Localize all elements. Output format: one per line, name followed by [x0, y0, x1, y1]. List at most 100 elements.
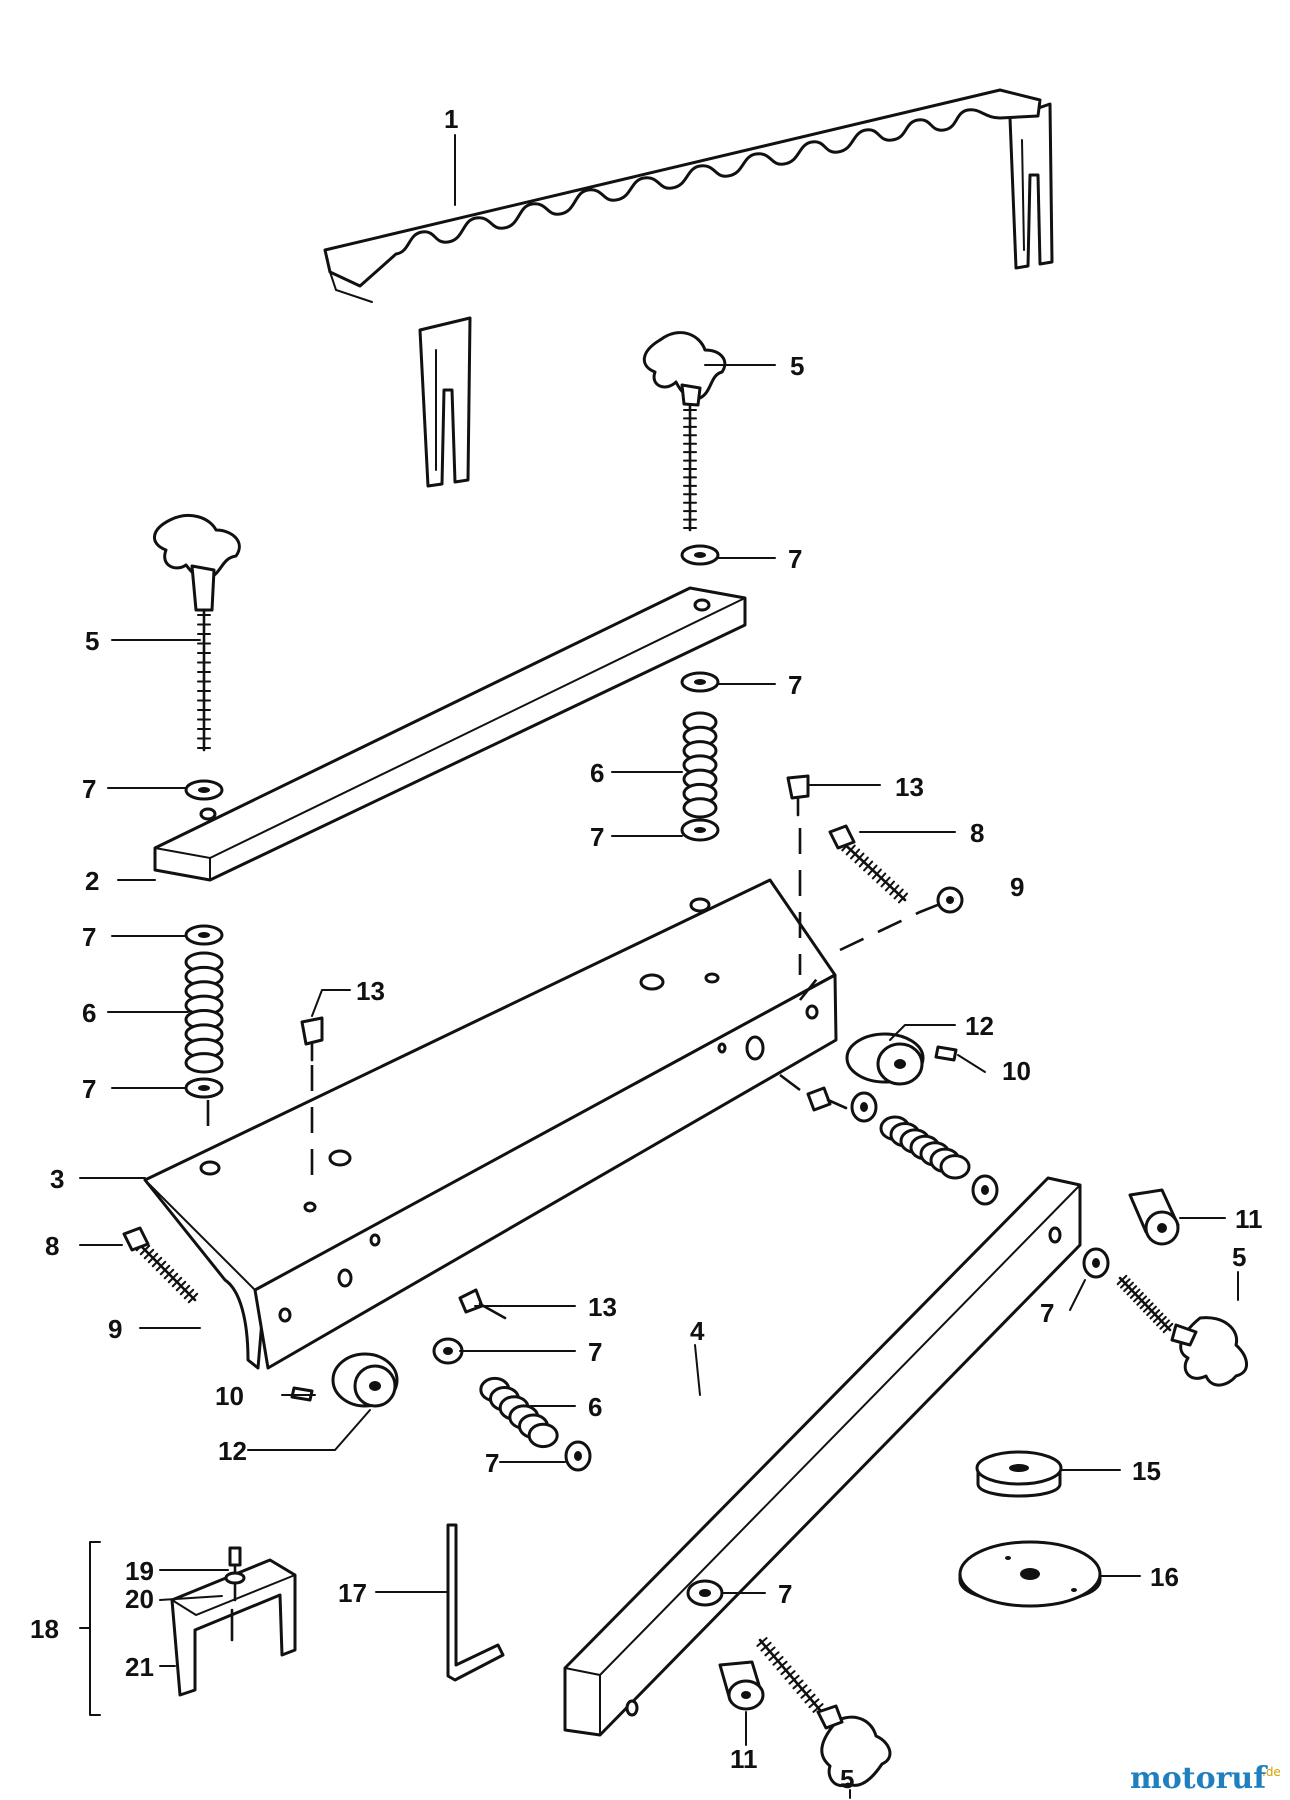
label-part-15: 15: [1132, 1456, 1161, 1486]
label-part-5: 5: [840, 1764, 854, 1794]
label-part-8: 8: [970, 818, 984, 848]
thread-mark: [183, 1288, 195, 1300]
label-part-7: 7: [778, 1579, 792, 1609]
part-5-knob-left: [153, 514, 241, 612]
part-5-knob-bottom: [816, 1704, 892, 1787]
thread-mark: [1149, 1309, 1161, 1320]
label-part-11: 11: [1235, 1204, 1263, 1234]
part-number-labels: 1 5 7 5 7 6 13 8 7 7 2 9 7 13 6 12 10 7 …: [30, 104, 1263, 1794]
label-part-7: 7: [82, 922, 96, 952]
thread-mark: [1116, 1274, 1128, 1286]
thread-mark: [897, 892, 909, 904]
part-6-springs: [184, 711, 971, 1449]
thread-mark: [1133, 1291, 1144, 1303]
label-part-5: 5: [790, 351, 804, 381]
label-part-9: 9: [108, 1314, 122, 1344]
label-part-7: 7: [588, 1337, 602, 1367]
thread-mark: [163, 1268, 175, 1280]
part-12-collars: [331, 1032, 925, 1408]
label-part-7: 7: [82, 1074, 96, 1104]
thread-mark: [1156, 1315, 1167, 1327]
thread-mark: [850, 848, 861, 860]
watermark-main-text: motoruf: [1130, 1761, 1268, 1796]
thread-mark: [776, 1660, 788, 1671]
part-1-dovetail-template: [323, 88, 1054, 488]
thread-mark: [780, 1665, 792, 1676]
watermark: motoruf .de: [1130, 1761, 1281, 1796]
thread-mark: [175, 1280, 187, 1292]
thread-mark: [863, 860, 874, 872]
thread-mark: [179, 1284, 191, 1296]
thread-mark: [792, 1679, 804, 1690]
label-part-7: 7: [82, 774, 96, 804]
spring-coil: [527, 1422, 559, 1449]
part-3-base-plate: [143, 878, 838, 1370]
thread-mark: [884, 880, 895, 892]
thread-mark: [167, 1272, 179, 1284]
label-part-7: 7: [485, 1448, 499, 1478]
thread-mark: [143, 1248, 155, 1260]
part-11-knurled-nuts: [718, 1188, 1180, 1711]
label-part-12: 12: [218, 1436, 247, 1466]
label-part-13: 13: [356, 976, 385, 1006]
thread-mark: [1119, 1278, 1131, 1289]
spring-coil: [939, 1154, 971, 1180]
thread-mark: [1123, 1281, 1134, 1293]
thread-mark: [1159, 1319, 1171, 1330]
thread-mark: [845, 844, 856, 856]
label-part-17: 17: [338, 1578, 367, 1608]
thread-mark: [893, 888, 904, 900]
leader-lines: [79, 134, 1239, 1799]
thread-mark: [1152, 1312, 1164, 1323]
thread-mark: [1126, 1285, 1138, 1296]
thread-mark: [147, 1252, 159, 1264]
label-part-6: 6: [588, 1392, 602, 1422]
label-part-16: 16: [1150, 1562, 1179, 1592]
thread-mark: [880, 876, 891, 888]
thread-mark: [871, 868, 882, 880]
thread-mark: [171, 1276, 183, 1288]
part-7-washers: [184, 544, 1110, 1607]
part-15-guide-bush: [975, 1450, 1063, 1498]
thread-mark: [187, 1292, 199, 1304]
label-part-11: 11: [730, 1744, 758, 1774]
thread-mark: [1129, 1288, 1141, 1299]
part-17-hex-key: [446, 1523, 505, 1682]
thread-mark: [1162, 1322, 1174, 1334]
thread-mark: [784, 1670, 796, 1680]
thread-mark: [1142, 1302, 1154, 1313]
label-part-18: 18: [30, 1614, 59, 1644]
part-5-knob-top: [642, 331, 727, 407]
label-part-6: 6: [82, 998, 96, 1028]
label-part-9: 9: [1010, 872, 1024, 902]
label-part-5: 5: [1232, 1242, 1246, 1272]
thread-mark: [1146, 1305, 1157, 1317]
thread-mark: [788, 1674, 800, 1685]
part-5-knob-right: [1170, 1316, 1248, 1387]
label-part-7: 7: [788, 544, 802, 574]
label-part-3: 3: [50, 1164, 64, 1194]
label-part-21: 21: [125, 1652, 154, 1682]
assembly-centerlines: [206, 828, 956, 1190]
label-part-10: 10: [1002, 1056, 1031, 1086]
thread-mark: [1136, 1295, 1148, 1306]
label-part-13: 13: [588, 1292, 617, 1322]
thread-mark: [796, 1684, 808, 1695]
label-part-1: 1: [444, 104, 458, 134]
thread-mark: [768, 1651, 780, 1662]
thread-mark: [800, 1688, 812, 1699]
thread-mark: [155, 1260, 167, 1272]
thread-mark: [1139, 1298, 1151, 1310]
thread-mark: [812, 1703, 824, 1713]
label-part-13: 13: [895, 772, 924, 802]
spring-coil: [682, 797, 718, 819]
thread-mark: [867, 864, 878, 876]
label-part-7: 7: [788, 670, 802, 700]
label-part-20: 20: [125, 1584, 154, 1614]
label-part-7: 7: [1040, 1298, 1054, 1328]
label-part-4: 4: [690, 1316, 705, 1346]
thread-mark: [151, 1256, 163, 1268]
thread-mark: [764, 1646, 776, 1657]
